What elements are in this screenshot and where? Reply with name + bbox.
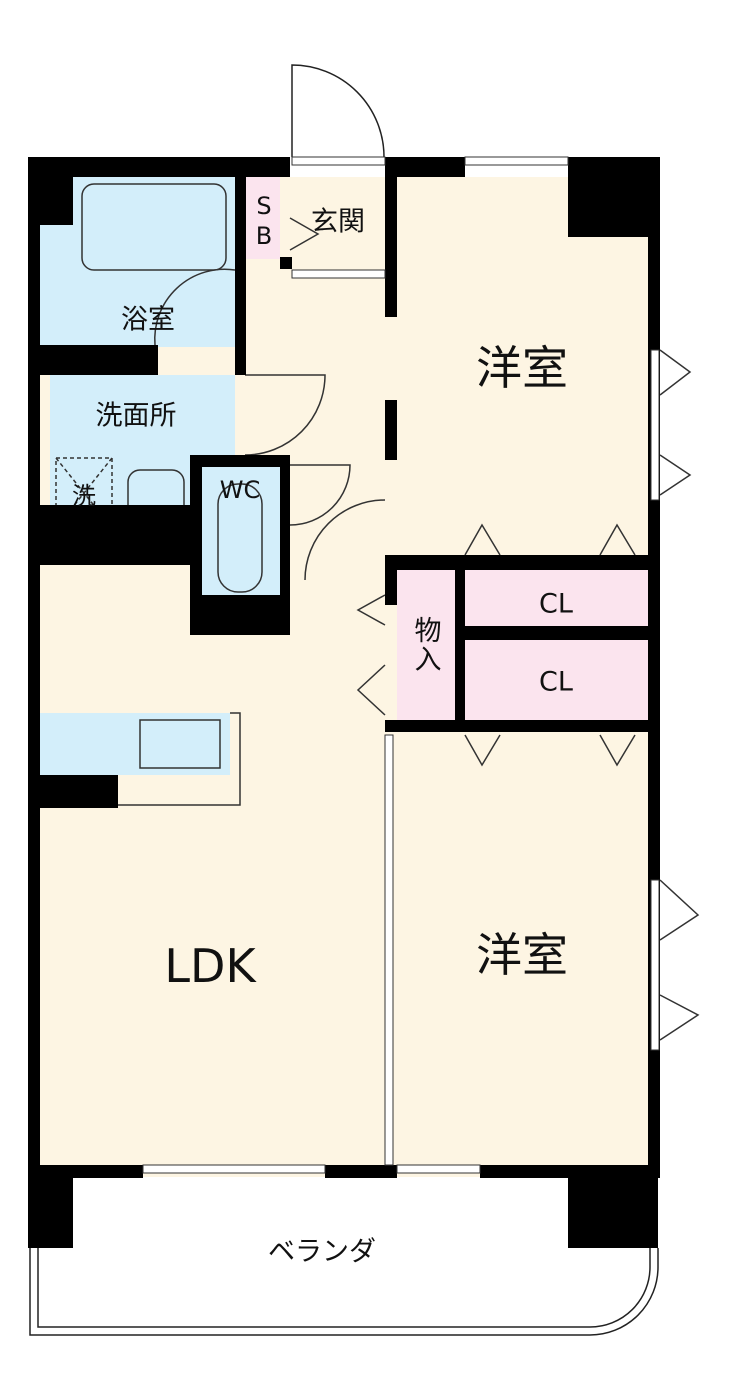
toilet xyxy=(217,483,263,593)
closet-2-label: CL xyxy=(539,666,573,698)
wc-floor xyxy=(200,465,280,595)
entrance-door xyxy=(291,64,385,158)
entrance-label: 玄関 xyxy=(311,206,365,238)
ldk-label: LDK xyxy=(164,939,256,993)
closet-1-floor xyxy=(465,570,648,626)
western-room-2-label: 洋室 xyxy=(476,928,568,982)
stove xyxy=(139,719,221,769)
washer-label: 洗 xyxy=(72,482,96,510)
bathtub xyxy=(81,183,227,271)
closet-1-label: CL xyxy=(539,588,573,620)
storage-floor xyxy=(397,570,455,720)
kitchen-counter xyxy=(40,713,230,775)
bath-label: 浴室 xyxy=(121,304,175,336)
washroom-label: 洗面所 xyxy=(95,400,177,432)
veranda-label: ベランダ xyxy=(268,1236,376,1268)
shoe-box-label: SB xyxy=(250,192,278,252)
bath-floor xyxy=(73,177,235,347)
veranda-outline xyxy=(29,1248,659,1336)
walls xyxy=(28,157,660,1248)
closet-2-floor xyxy=(465,640,648,720)
wc-label: WC xyxy=(219,476,261,504)
western-room-1-label: 洋室 xyxy=(476,341,568,395)
shoe-box xyxy=(246,177,280,259)
storage-label: 物入 xyxy=(409,616,441,674)
